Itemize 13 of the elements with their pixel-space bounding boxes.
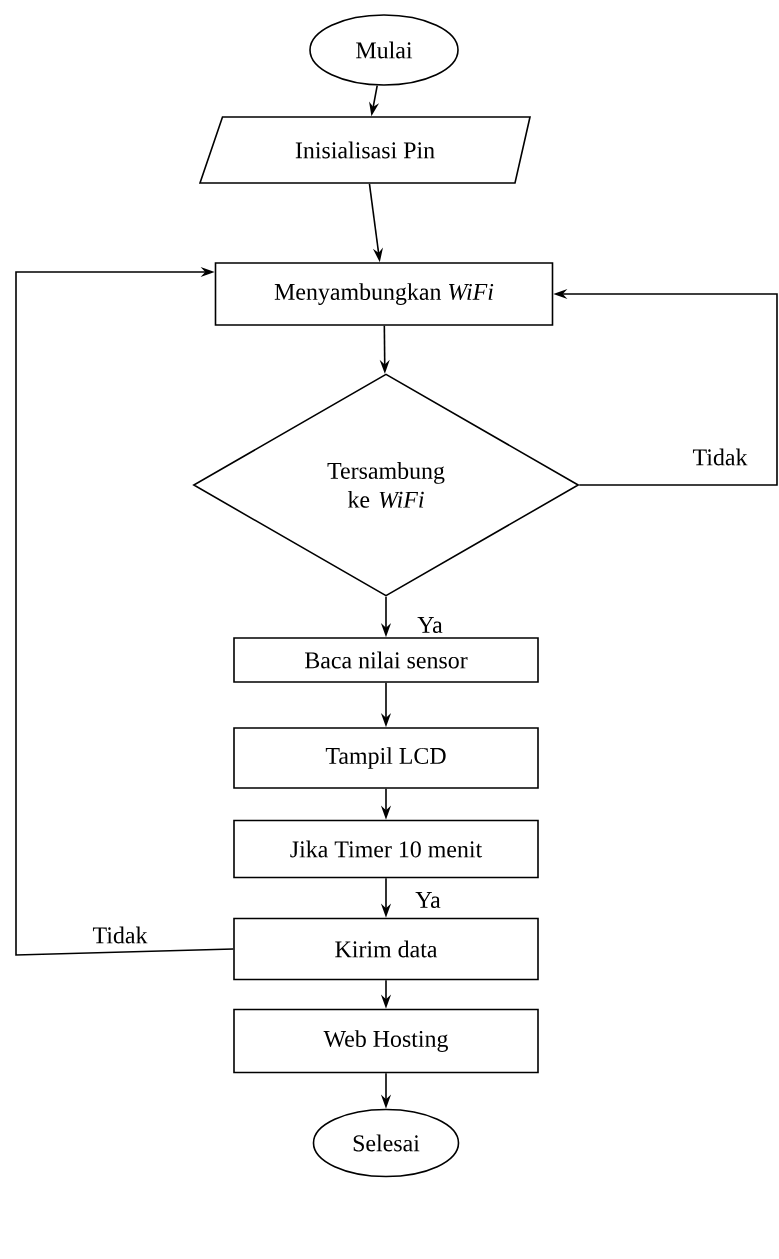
process-box: Menyambungkan WiFi — [214, 262, 554, 326]
process-box: Tampil LCD — [233, 727, 539, 789]
process-box: Jika Timer 10 menit — [233, 819, 539, 879]
edge-label: Ya — [414, 891, 442, 909]
end-terminal: Selesai — [312, 1108, 460, 1178]
process-box: Web Hosting — [233, 1008, 539, 1074]
start-terminal: Mulai — [309, 14, 459, 86]
process-box: Kirim data — [233, 917, 539, 981]
arrow — [15, 266, 234, 956]
edge-label: Ya — [416, 616, 444, 634]
process-box: Baca nilai sensor — [233, 637, 539, 683]
edge-label: Tidak — [91, 925, 149, 945]
edge-label: Tidak — [691, 447, 749, 467]
